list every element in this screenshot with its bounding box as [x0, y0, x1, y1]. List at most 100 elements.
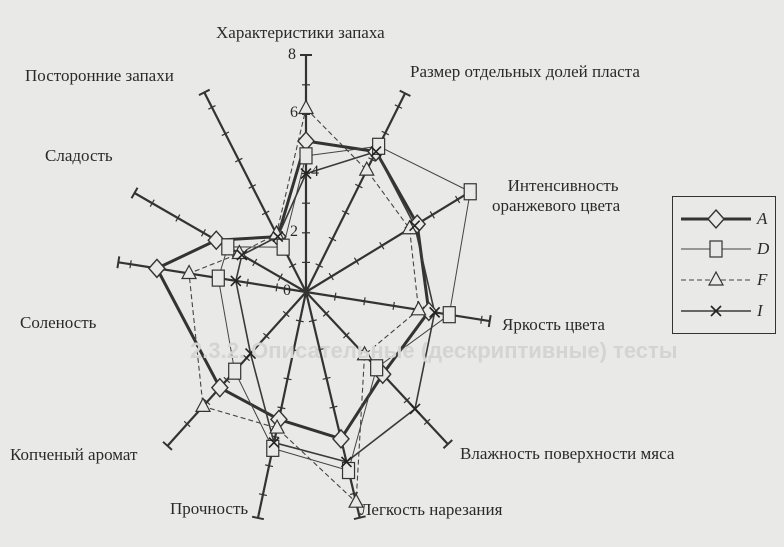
axis-tick: [328, 272, 334, 281]
axis-tick: [175, 214, 181, 222]
axis-label-surface-moisture: Влажность поверхности мяса: [460, 444, 675, 463]
data-point-i: [370, 146, 382, 158]
axis-tick: [315, 263, 324, 268]
axis-line: [305, 191, 471, 293]
axis-end-cap: [162, 441, 173, 451]
data-point-a: [147, 258, 166, 279]
axis-tick: [289, 348, 298, 352]
axis-tick: [322, 376, 331, 380]
axis-label-firmness: Прочность: [170, 499, 249, 518]
data-point-a: [419, 301, 438, 322]
data-point-d: [463, 183, 477, 201]
axis-tick: [363, 297, 366, 306]
axis-tick: [295, 319, 304, 323]
axis-tick: [454, 195, 461, 204]
axis-tick: [183, 420, 191, 428]
data-point-i: [409, 220, 421, 232]
axis-tick: [208, 105, 216, 110]
axis-label-brightness: Яркость цвета: [502, 315, 605, 334]
data-point-f: [356, 345, 373, 361]
data-point-i: [340, 456, 353, 468]
data-point-d: [221, 238, 235, 256]
data-point-i: [244, 348, 257, 360]
axis-tick: [328, 236, 337, 242]
axis-line: [304, 291, 361, 518]
data-point-f: [181, 264, 198, 280]
axis-label-smoked-aroma: Копченый аромат: [10, 445, 138, 464]
legend-label-d: D: [757, 239, 770, 258]
data-point-a: [332, 428, 350, 449]
data-point-i: [236, 249, 248, 261]
axis-tick: [277, 273, 283, 281]
data-point-i: [300, 168, 312, 180]
legend-cross-icon: [710, 305, 722, 317]
axis-tick: [129, 260, 132, 269]
data-point-f: [410, 300, 427, 316]
axis-end-cap: [116, 256, 121, 269]
axis-tick: [223, 376, 231, 384]
tick-label-2: 2: [290, 223, 298, 240]
axis-tick: [379, 242, 385, 250]
data-point-d: [370, 359, 384, 377]
data-point-i: [272, 231, 284, 243]
axis-tick: [354, 183, 363, 189]
axis-label-lobe-size: Размер отдельных долей пласта: [410, 62, 640, 81]
axis-tick: [315, 348, 324, 352]
axis-tick: [322, 310, 330, 317]
axis-end-cap: [130, 187, 139, 199]
tick-label-4: 4: [311, 163, 319, 180]
tick-label-0: 0: [283, 282, 291, 299]
axis-line: [256, 291, 308, 519]
axis-label-smell: Характеристики запаха: [216, 23, 385, 42]
legend-diamond-icon: [707, 208, 725, 230]
axis-tick: [341, 210, 350, 215]
axis-tick: [246, 278, 249, 287]
axis-tick: [392, 301, 395, 310]
axis-tick: [480, 315, 483, 324]
legend-square-icon: [709, 240, 723, 258]
axis-end-cap: [399, 89, 411, 97]
axis-tick: [288, 263, 297, 268]
axis-end-cap: [442, 439, 453, 449]
axis-label-foreign-odors: Посторонние запахи: [25, 66, 174, 85]
data-point-a: [210, 377, 229, 398]
axis-label-line: оранжевого цвета: [492, 196, 621, 215]
tick-label-6: 6: [290, 104, 298, 121]
data-point-i: [230, 275, 242, 287]
data-point-d: [299, 147, 313, 165]
data-point-f: [358, 160, 375, 176]
axis-line: [203, 91, 307, 293]
axis-tick: [261, 210, 270, 216]
legend-symbols: [681, 208, 751, 317]
data-point-i: [409, 403, 421, 415]
data-point-d: [442, 306, 456, 324]
axis-tick: [423, 418, 431, 426]
data-point-f: [348, 492, 365, 508]
data-point-f: [269, 418, 286, 434]
axis-tick: [248, 184, 257, 189]
axis-tick: [277, 406, 286, 410]
axis-tick: [263, 332, 270, 340]
axis-end-cap: [487, 315, 492, 328]
axis-label-orange-intensity: Интенсивность оранжевого цвета: [492, 176, 620, 216]
legend: A D F I: [672, 196, 776, 334]
axis-tick: [381, 130, 390, 136]
series-line-f: [188, 107, 420, 503]
axis-tick: [343, 332, 350, 339]
axis-tick: [334, 292, 337, 301]
axis-line: [305, 92, 407, 293]
axis-tick: [149, 199, 155, 207]
axis-tick: [275, 283, 278, 292]
axis-line: [305, 290, 490, 323]
axis-label-sweetness: Сладость: [45, 146, 113, 165]
axis-tick: [282, 310, 290, 318]
data-point-a: [207, 230, 226, 251]
axis-tick: [203, 398, 211, 406]
data-point-d: [276, 238, 290, 256]
legend-label-f: F: [757, 270, 768, 289]
axis-tick: [403, 397, 411, 404]
data-point-d: [211, 269, 225, 287]
axis-tick: [252, 258, 258, 267]
axis-label-slicing-ease: Легкость нарезания: [360, 500, 503, 519]
series-line-i: [235, 150, 436, 463]
